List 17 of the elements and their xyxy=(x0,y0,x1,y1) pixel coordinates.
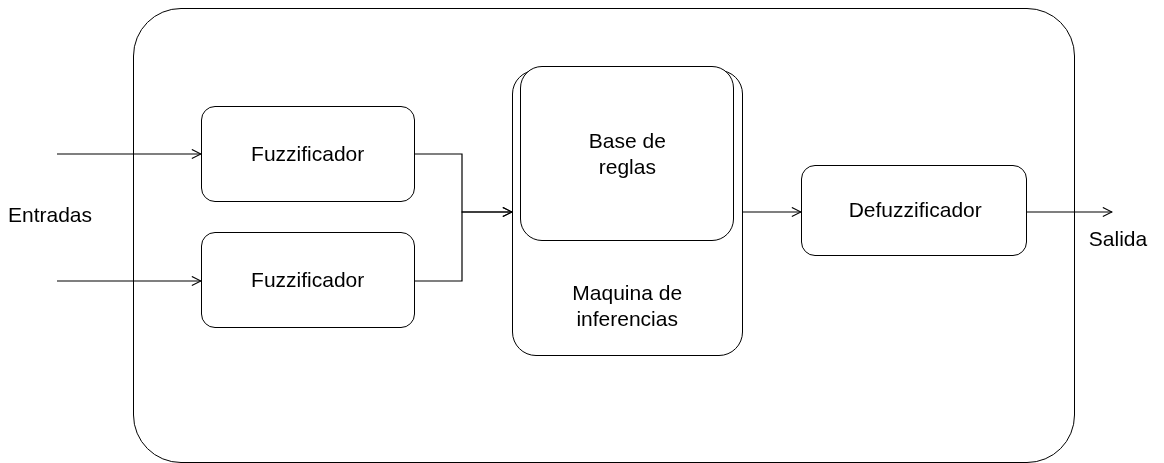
box-label: Fuzzificador xyxy=(251,266,365,293)
arrow xyxy=(742,206,802,218)
process-box xyxy=(200,105,415,202)
arrow xyxy=(414,206,513,282)
arrow xyxy=(56,148,202,160)
box-label: Maquina de inferencias xyxy=(571,280,684,333)
process-box xyxy=(800,164,1027,256)
box-label: Base de reglas xyxy=(587,127,667,180)
container-box xyxy=(133,8,1075,463)
box-label: Salida xyxy=(1088,225,1148,252)
process-box xyxy=(511,69,743,356)
process-box xyxy=(520,66,735,242)
io-label: Entradas xyxy=(8,203,93,227)
arrow xyxy=(56,275,202,287)
arrow xyxy=(1026,206,1113,218)
process-box xyxy=(200,231,415,328)
box-label: Fuzzificador xyxy=(251,140,365,167)
